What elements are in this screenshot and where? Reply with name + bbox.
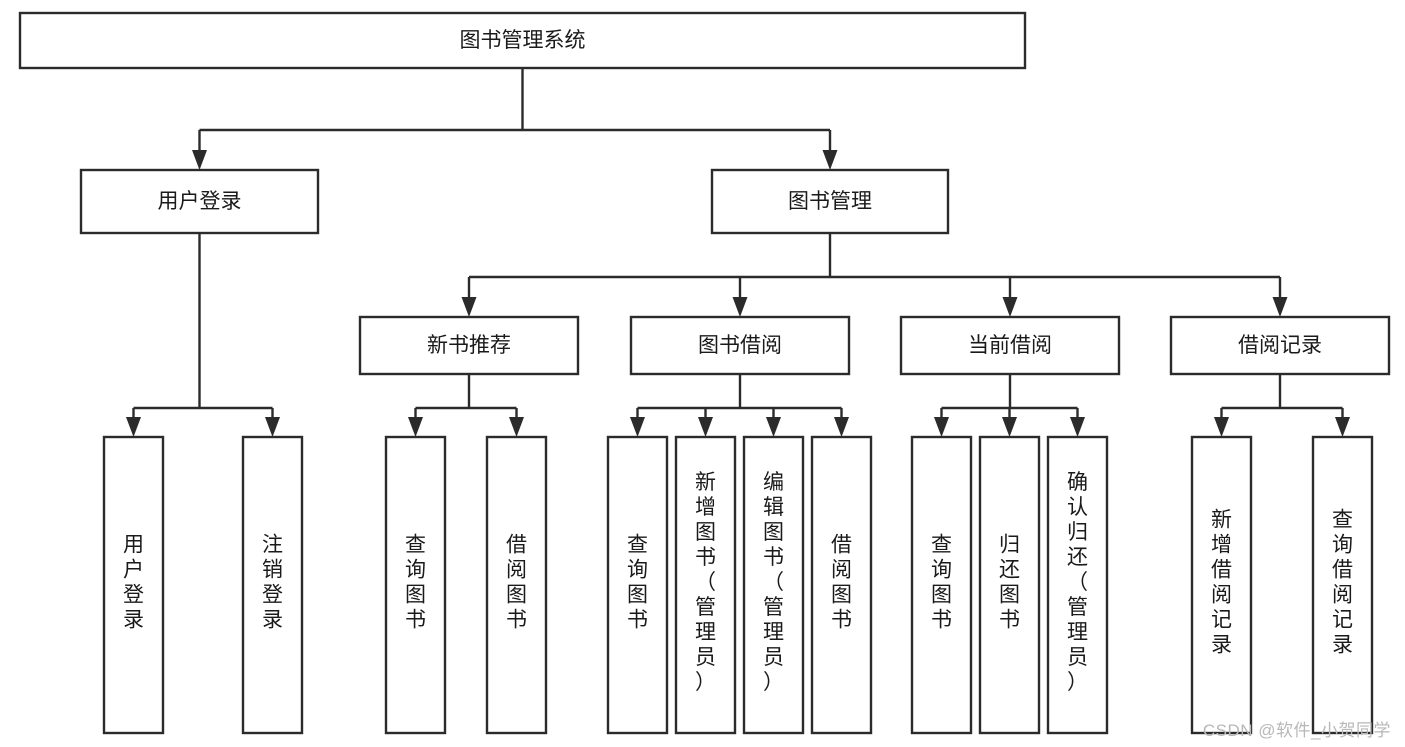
connector-lines-layer [126,68,1350,437]
node-leaf-query-book-1[interactable]: 查询图书 [384,435,447,735]
node-leaf-borrow-book-2[interactable]: 借阅图书 [810,435,873,735]
node-label: 图书管理系统 [460,29,586,52]
node-label: 查询图书 [931,534,952,632]
node-leaf-return-book[interactable]: 归还图书 [978,435,1041,735]
node-new-book-recommend[interactable]: 新书推荐 [358,315,580,376]
connector-group-root [192,68,838,170]
node-label: 当前借阅 [968,334,1052,357]
node-leaf-user-login[interactable]: 用户登录 [102,435,165,735]
node-leaf-edit-book-admin[interactable]: 编辑图书（管理员） [742,435,805,735]
node-current-borrow[interactable]: 当前借阅 [899,315,1121,376]
node-label: 图书借阅 [698,334,782,357]
node-book-borrow[interactable]: 图书借阅 [629,315,851,376]
node-leaf-borrow-book-1[interactable]: 借阅图书 [485,435,548,735]
connector-group-user-login [126,233,280,437]
node-leaf-query-book-3[interactable]: 查询图书 [910,435,973,735]
connector-group-current-borrow [934,374,1085,437]
node-label: 新书推荐 [427,334,511,357]
node-leaf-add-borrow-record[interactable]: 新增借阅记录 [1190,435,1253,735]
node-label: 借阅记录 [1238,334,1322,357]
node-label: 确认归还（管理员） [1067,471,1088,694]
node-leaf-add-book-admin[interactable]: 新增图书（管理员） [674,435,737,735]
connector-group-book-borrow [630,374,849,437]
connector-group-new-book-recommend [408,374,524,437]
node-label: 借阅图书 [831,534,852,632]
node-borrow-record[interactable]: 借阅记录 [1169,315,1391,376]
node-label: 用户登录 [123,534,144,632]
node-user-login[interactable]: 用户登录 [79,168,320,235]
node-root-图书管理系统[interactable]: 图书管理系统 [18,11,1027,70]
node-leaf-query-book-2[interactable]: 查询图书 [606,435,669,735]
node-label: 注销登录 [262,534,283,632]
node-label: 查询图书 [405,534,426,632]
node-leaf-confirm-return-admin[interactable]: 确认归还（管理员） [1046,435,1109,735]
node-label: 查询借阅记录 [1332,509,1353,657]
node-label: 编辑图书（管理员） [763,471,784,694]
node-book-management[interactable]: 图书管理 [710,168,950,235]
node-label: 借阅图书 [506,534,527,632]
node-leaf-logout-login[interactable]: 注销登录 [241,435,304,735]
node-label: 新增图书（管理员） [695,471,716,694]
nodes-layer: 图书管理系统用户登录图书管理新书推荐图书借阅当前借阅借阅记录用户登录注销登录查询… [18,11,1391,735]
node-label: 图书管理 [788,190,872,213]
node-label: 用户登录 [158,190,242,213]
connector-group-borrow-record [1214,374,1350,437]
node-leaf-query-borrow-record[interactable]: 查询借阅记录 [1311,435,1374,735]
node-label: 查询图书 [627,534,648,632]
node-label: 归还图书 [999,534,1020,632]
connector-group-book-management [461,233,1288,317]
node-label: 新增借阅记录 [1211,509,1232,657]
